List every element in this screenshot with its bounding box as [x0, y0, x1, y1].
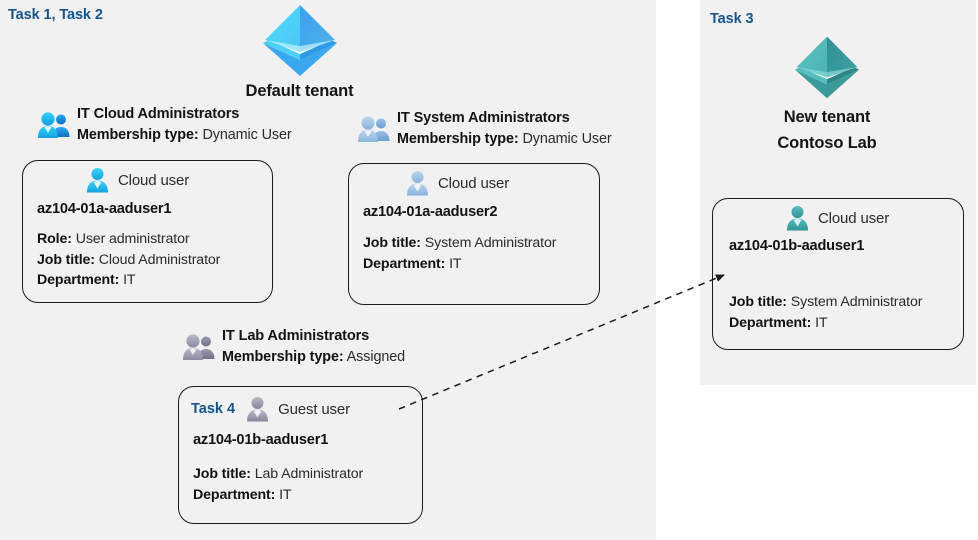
- card-property-row: Role: User administrator: [37, 229, 272, 250]
- property-label: Department:: [37, 272, 120, 289]
- card-header: Cloud user: [713, 199, 963, 231]
- new-tenant-name-line2: Contoso Lab: [777, 134, 877, 153]
- card-header: Cloud user: [349, 164, 599, 196]
- cloud-user-icon: [87, 168, 108, 193]
- card-property-row: Job title: System Administrator: [729, 292, 963, 313]
- card-header: Cloud user: [23, 161, 272, 193]
- card-username: az104-01b-aaduser1: [193, 432, 329, 448]
- default-tenant-name: Default tenant: [245, 82, 354, 100]
- property-label: Job title:: [729, 294, 787, 310]
- group-membership-value: Dynamic User: [522, 130, 612, 147]
- task-label-4: Task 4: [191, 401, 236, 417]
- card-username: az104-01a-aaduser1: [37, 201, 172, 217]
- property-value: Lab Administrator: [254, 466, 364, 482]
- group-it-cloud-administrators: IT Cloud Administrators Membership type:…: [37, 104, 292, 145]
- property-label: Job title:: [37, 251, 95, 268]
- group-membership-type: Membership type: Dynamic User: [397, 129, 612, 149]
- property-value: User administrator: [75, 231, 190, 247]
- user-card-az104-01b-aaduser1-guest[interactable]: Task 4 Guest user az104-01b-aaduser1 Job…: [178, 386, 423, 524]
- group-name: IT Lab Administrators: [222, 328, 370, 344]
- new-tenant-block: New tenant Contoso Lab: [713, 32, 941, 154]
- group-membership-label: Membership type:: [397, 130, 519, 147]
- card-username: az104-01a-aaduser2: [363, 204, 498, 220]
- default-tenant-block: Default tenant: [207, 2, 392, 102]
- property-label: Department:: [193, 486, 276, 503]
- card-property-row: Job title: System Administrator: [363, 233, 599, 254]
- card-user-type: Cloud user: [438, 174, 510, 192]
- azure-ad-tenant-icon: [262, 5, 337, 76]
- card-user-type: Guest user: [278, 400, 350, 418]
- cloud-user-icon: [407, 171, 428, 196]
- card-user-type: Cloud user: [118, 171, 190, 189]
- group-membership-type: Membership type: Dynamic User: [77, 125, 292, 145]
- card-properties: Job title: System Administrator Departme…: [349, 220, 599, 274]
- property-value: IT: [279, 486, 292, 503]
- group-text-block: IT Lab Administrators Membership type: A…: [222, 326, 405, 367]
- property-label: Department:: [363, 255, 446, 272]
- card-header: Task 4 Guest user: [179, 387, 422, 422]
- user-card-az104-01b-aaduser1-new-tenant[interactable]: Cloud user az104-01b-aaduser1 Job title:…: [712, 198, 964, 350]
- guest-user-icon: [247, 397, 269, 422]
- property-value: IT: [815, 314, 828, 331]
- card-property-row: Job title: Lab Administrator: [193, 464, 422, 485]
- group-text-block: IT System Administrators Membership type…: [397, 108, 612, 149]
- group-name: IT System Administrators: [397, 110, 570, 126]
- group-membership-value: Dynamic User: [202, 126, 292, 143]
- group-membership-label: Membership type:: [77, 126, 199, 143]
- group-membership-label: Membership type:: [222, 348, 344, 365]
- task-label-1-2: Task 1, Task 2: [8, 7, 103, 23]
- user-card-az104-01a-aaduser1[interactable]: Cloud user az104-01a-aaduser1 Role: User…: [22, 160, 273, 303]
- card-property-row: Department: IT: [193, 485, 422, 506]
- property-value: System Administrator: [424, 235, 557, 251]
- card-properties: Role: User administrator Job title: Clou…: [23, 217, 272, 291]
- group-text-block: IT Cloud Administrators Membership type:…: [77, 104, 292, 145]
- property-label: Job title:: [363, 235, 421, 251]
- property-label: Job title:: [193, 466, 251, 482]
- group-membership-type: Membership type: Assigned: [222, 347, 405, 367]
- card-property-row: Department: IT: [363, 254, 599, 275]
- task-label-3: Task 3: [710, 11, 754, 27]
- card-properties: Job title: System Administrator Departme…: [713, 254, 963, 333]
- card-username: az104-01b-aaduser1: [729, 238, 865, 254]
- default-tenant-panel: [0, 0, 656, 540]
- group-users-icon: [38, 112, 70, 138]
- user-card-az104-01a-aaduser2[interactable]: Cloud user az104-01a-aaduser2 Job title:…: [348, 163, 600, 305]
- group-membership-value: Assigned: [346, 348, 406, 365]
- group-users-icon: [358, 116, 390, 142]
- property-value: IT: [123, 272, 136, 289]
- group-name: IT Cloud Administrators: [77, 106, 240, 122]
- group-it-system-administrators: IT System Administrators Membership type…: [357, 108, 612, 149]
- card-property-row: Department: IT: [37, 270, 272, 291]
- card-property-row: Job title: Cloud Administrator: [37, 250, 272, 271]
- card-user-type: Cloud user: [818, 209, 890, 227]
- property-value: Cloud Administrator: [98, 251, 221, 268]
- group-users-icon: [183, 334, 215, 360]
- property-label: Department:: [729, 314, 812, 331]
- property-value: System Administrator: [790, 294, 923, 310]
- card-properties: Job title: Lab Administrator Department:…: [179, 448, 422, 505]
- group-it-lab-administrators: IT Lab Administrators Membership type: A…: [182, 326, 405, 367]
- azure-ad-tenant-icon: [794, 36, 860, 99]
- property-label: Role:: [37, 231, 72, 247]
- cloud-user-icon: [787, 206, 808, 231]
- card-property-row: Department: IT: [729, 313, 963, 334]
- new-tenant-name-line1: New tenant: [783, 108, 871, 126]
- property-value: IT: [449, 255, 462, 272]
